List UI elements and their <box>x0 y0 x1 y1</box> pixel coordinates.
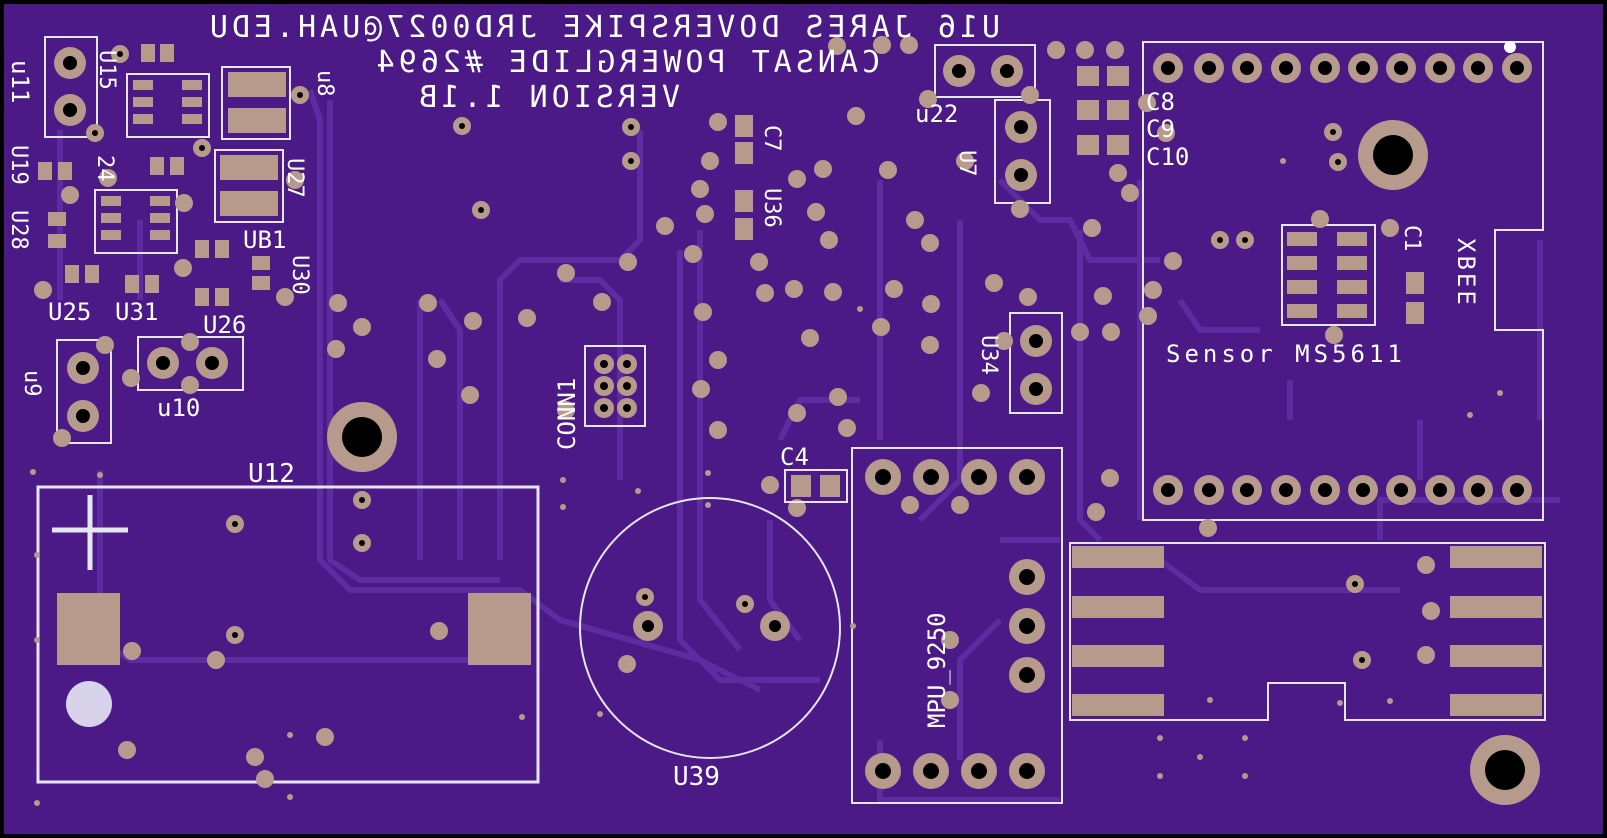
label-u34: U34 <box>976 335 1001 375</box>
label-sensor: Sensor MS5611 <box>1166 340 1406 368</box>
micro-vias <box>30 41 1516 806</box>
header-line1: U16 JARES DOVERSPIKE JRD0027@UAH.EDU <box>206 10 1000 45</box>
u12-outline <box>36 485 540 784</box>
label-u31: U31 <box>115 298 158 326</box>
header-line3: VERSION 1.1B <box>415 80 680 115</box>
mp3d-outline <box>1069 542 1546 721</box>
label-c7: C7 <box>759 125 784 152</box>
u12-pin1-marker <box>66 681 112 727</box>
label-u24: 24 <box>92 155 117 182</box>
label-c8: C8 <box>1146 88 1175 116</box>
label-ub1: UB1 <box>243 226 286 254</box>
xbee-outline <box>1142 41 1544 521</box>
c4-outline <box>784 469 848 503</box>
label-u22: u22 <box>915 100 958 128</box>
label-u8: u8 <box>312 70 337 97</box>
th-holes <box>63 56 1043 779</box>
label-conn1: CONN1 <box>553 378 581 450</box>
label-u25: U25 <box>48 298 91 326</box>
vias <box>34 36 1440 788</box>
label-c9: C9 <box>1146 115 1175 143</box>
label-c10: C10 <box>1146 143 1189 171</box>
label-u36: U36 <box>759 188 784 228</box>
mounting-holes <box>327 120 1540 805</box>
label-mpu: MPU_9250 <box>923 612 951 728</box>
header-line2: CANSAT POWERGLIDE #2694 <box>373 45 880 80</box>
label-c1: C1 <box>1399 225 1424 252</box>
component-labels: u11 U15 u8 U19 24 U28 U27 UB1 U30 U25 U3… <box>6 50 1480 792</box>
label-u28: U28 <box>6 210 31 250</box>
label-u19: U19 <box>6 145 31 185</box>
label-u26: U26 <box>203 311 246 339</box>
component-outlines <box>44 36 1376 444</box>
label-u39: U39 <box>673 762 720 792</box>
label-u15: U15 <box>94 50 119 90</box>
label-u27: U27 <box>282 158 307 198</box>
conn1-pins <box>594 354 637 418</box>
via-holes <box>92 51 1365 663</box>
u39-outline <box>579 497 841 759</box>
u12-pad-right <box>468 593 531 665</box>
mp3d-pads <box>1072 546 1542 716</box>
xbee-pins <box>1153 53 1532 505</box>
label-c4: C4 <box>780 443 809 471</box>
label-u30: U30 <box>287 255 312 295</box>
label-u9: u9 <box>19 370 44 397</box>
u12-pad-left <box>57 593 120 665</box>
label-u12: U12 <box>248 459 295 489</box>
label-u10: u10 <box>157 394 200 422</box>
header-silkscreen: U16 JARES DOVERSPIKE JRD0027@UAH.EDU CAN… <box>206 10 1000 115</box>
label-xbee: XBEE <box>1452 238 1480 308</box>
smd-pads <box>38 44 1424 497</box>
label-u7: U7 <box>954 150 979 177</box>
label-u11: u11 <box>6 60 34 103</box>
copper-traces <box>57 89 1560 803</box>
